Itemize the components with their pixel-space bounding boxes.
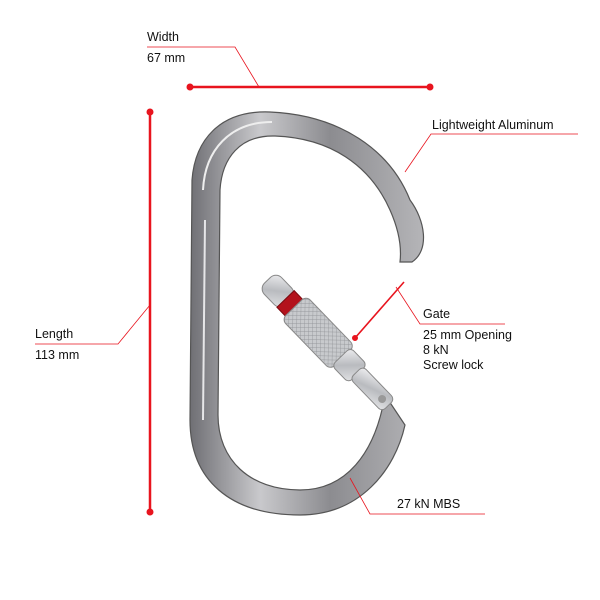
strength-leader [349, 477, 485, 515]
gate-pointer-dot [352, 335, 358, 341]
material-title: Lightweight Aluminum [432, 118, 554, 132]
length-leader [35, 304, 151, 345]
length-endpoint [146, 108, 154, 116]
length-title: Length [35, 327, 74, 341]
strength-title: 27 kN MBS [397, 497, 461, 511]
annotation-lines [35, 46, 578, 516]
gate-leader [395, 286, 505, 325]
length-value: 113 mm [35, 348, 80, 362]
width-value: 67 mm [147, 51, 186, 65]
width-title: Width [147, 30, 179, 44]
gate-strength: 8 kN [423, 343, 449, 357]
width-leader [147, 46, 260, 88]
gate-title: Gate [423, 307, 451, 321]
gate-opening: 25 mm Opening [423, 328, 512, 342]
material-leader [404, 133, 578, 173]
gate-pointer [354, 281, 405, 339]
length-endpoint [146, 508, 154, 516]
gate-lock-type: Screw lock [423, 358, 484, 372]
carabiner-body [189, 111, 425, 516]
width-endpoint [426, 83, 434, 91]
width-endpoint [186, 83, 194, 91]
gate [261, 274, 394, 411]
